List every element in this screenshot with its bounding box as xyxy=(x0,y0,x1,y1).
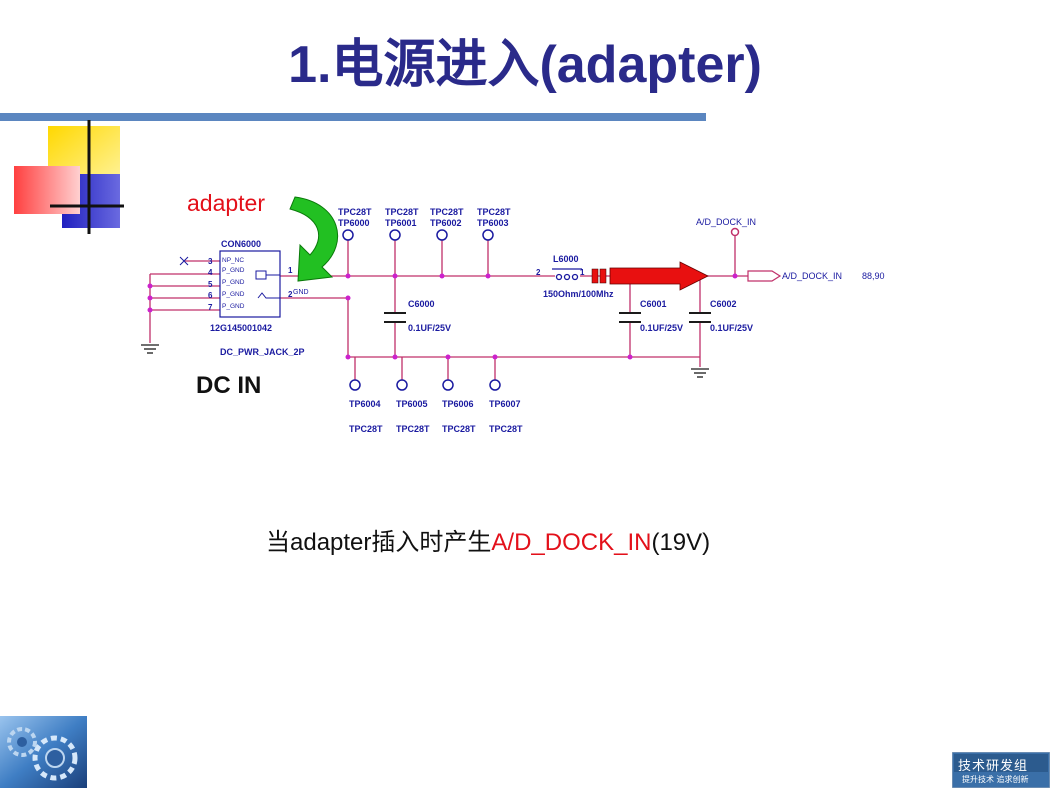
pin-name-5: P_GND xyxy=(222,279,245,286)
tp-ref-1: TP6001 xyxy=(385,218,417,228)
title-rule xyxy=(0,113,706,121)
connector-ref: CON6000 xyxy=(221,239,261,249)
inductor-pin-right: 1 xyxy=(580,268,585,277)
pin-name-7: P_GND xyxy=(222,303,245,310)
cap-ref-1: C6001 xyxy=(640,299,667,309)
pin2-label: 2 xyxy=(288,290,293,299)
tp-type-4: TPC28T xyxy=(349,424,383,434)
connector-part: 12G145001042 xyxy=(210,323,272,333)
ground-symbols xyxy=(141,344,709,378)
net-port-label: A/D_DOCK_IN xyxy=(782,271,842,281)
decorative-squares xyxy=(14,120,124,234)
schematic-diagram: CON6000 3 4 5 6 7 NP_NC P_GND P_GND P_GN… xyxy=(141,196,885,434)
tp-ref-5: TP6005 xyxy=(396,399,428,409)
cap-value-1: 0.1UF/25V xyxy=(640,323,683,333)
tp-ref-7: TP6007 xyxy=(489,399,521,409)
connector-box xyxy=(219,250,281,318)
team-logo: 技术研发组 提升技术 追求创新 xyxy=(952,752,1050,788)
tp-ref-0: TP6000 xyxy=(338,218,370,228)
signal-arrow-icon xyxy=(591,261,709,291)
cap-value-2: 0.1UF/25V xyxy=(710,323,753,333)
caption: 当adapter插入时产生A/D_DOCK_IN(19V) xyxy=(266,522,710,557)
pin-num-6: 6 xyxy=(208,291,213,300)
cap-ref-2: C6002 xyxy=(710,299,737,309)
pin-num-7: 7 xyxy=(208,303,213,312)
connector-name: DC_PWR_JACK_2P xyxy=(220,347,305,357)
tp-type-0: TPC28T xyxy=(338,207,372,217)
tp-type-1: TPC28T xyxy=(385,207,419,217)
tp-type-6: TPC28T xyxy=(442,424,476,434)
tp-type-3: TPC28T xyxy=(477,207,511,217)
caption-signal: A/D_DOCK_IN xyxy=(491,529,652,556)
inductor-value: 150Ohm/100Mhz xyxy=(543,289,614,299)
capacitor-plates xyxy=(384,312,711,323)
pin-name-6: P_GND xyxy=(222,291,245,298)
tp-ref-2: TP6002 xyxy=(430,218,462,228)
inductor-pin-left: 2 xyxy=(536,268,541,277)
caption-pre: 当adapter插入时产生 xyxy=(266,529,492,556)
team-logo-text: 技术研发组 xyxy=(958,759,1029,774)
dc-in-label: DC IN xyxy=(196,372,261,399)
pin2-name: GND xyxy=(293,289,309,296)
cap-ref-0: C6000 xyxy=(408,299,435,309)
pin1-label: 1 xyxy=(288,266,293,275)
team-logo-subtext: 提升技术 追求创新 xyxy=(962,775,1029,784)
pin-name-4: P_GND xyxy=(222,267,245,274)
tp-type-2: TPC28T xyxy=(430,207,464,217)
slide-title: 1.电源进入(adapter) xyxy=(288,36,762,94)
gear-logo-icon xyxy=(0,716,87,788)
curved-arrow-icon xyxy=(289,196,338,282)
inductor-symbol xyxy=(552,268,582,281)
pin-num-5: 5 xyxy=(208,280,213,289)
cap-value-0: 0.1UF/25V xyxy=(408,323,451,333)
pin-name-3: NP_NC xyxy=(222,257,244,264)
tp-ref-4: TP6004 xyxy=(349,399,381,409)
tp-type-5: TPC28T xyxy=(396,424,430,434)
page-ref: 88,90 xyxy=(862,271,885,281)
inductor-ref: L6000 xyxy=(553,254,579,264)
adapter-label: adapter xyxy=(187,190,266,216)
net-top-label: A/D_DOCK_IN xyxy=(696,217,756,227)
tp-type-7: TPC28T xyxy=(489,424,523,434)
pin-num-3: 3 xyxy=(208,257,213,266)
caption-post: (19V) xyxy=(651,529,711,556)
test-points xyxy=(342,227,740,391)
tp-ref-3: TP6003 xyxy=(477,218,509,228)
pin-num-4: 4 xyxy=(208,268,213,277)
net-port-symbol xyxy=(747,270,782,282)
tp-ref-6: TP6006 xyxy=(442,399,474,409)
